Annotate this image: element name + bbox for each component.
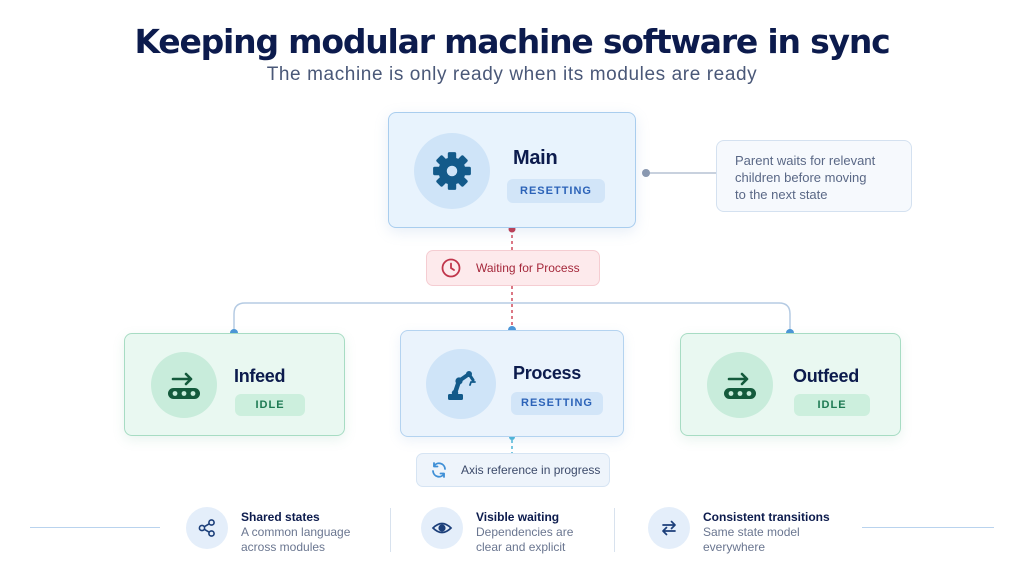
note-line: to the next state [735, 187, 828, 202]
feature-separator [614, 508, 615, 552]
parent-waits-note: Parent waits for relevant children befor… [716, 140, 912, 212]
infeed-state-badge: IDLE [235, 394, 305, 416]
feature-title: Visible waiting [476, 510, 560, 524]
axis-reference-indicator: Axis reference in progress [416, 453, 610, 487]
conveyor-icon [151, 352, 217, 418]
clock-icon [441, 258, 461, 278]
process-module-name: Process [513, 363, 581, 383]
feature-description: A common language across modules [241, 525, 350, 555]
main-module-name: Main [513, 147, 558, 169]
outfeed-module-card[interactable]: Outfeed IDLE [680, 333, 901, 436]
footer-divider-right [862, 527, 994, 528]
swap-arrows-icon [648, 507, 690, 549]
share-icon [186, 507, 228, 549]
feature-desc-line: Dependencies are [476, 525, 574, 539]
eye-icon [421, 507, 463, 549]
process-state-badge: RESETTING [511, 392, 603, 415]
feature-desc-line: Same state model [703, 525, 800, 539]
feature-desc-line: clear and explicit [476, 540, 566, 554]
feature-description: Same state model everywhere [703, 525, 800, 555]
diagram-title: Keeping modular machine software in sync [134, 22, 890, 61]
main-module-card[interactable]: Main RESETTING [388, 112, 636, 228]
note-connector-dot [642, 169, 650, 177]
waiting-indicator: Waiting for Process [426, 250, 600, 286]
conveyor-icon [707, 352, 773, 418]
feature-desc-line: A common language [241, 525, 351, 539]
note-line: Parent waits for relevant [735, 153, 876, 168]
note-line: children before moving [735, 170, 867, 185]
feature-separator [390, 508, 391, 552]
footer-divider-left [30, 527, 160, 528]
refresh-icon [432, 462, 446, 478]
gear-icon [414, 133, 490, 209]
outfeed-module-name: Outfeed [793, 366, 859, 386]
infeed-module-card[interactable]: Infeed IDLE [124, 333, 345, 436]
robot-arm-icon [426, 349, 496, 419]
feature-description: Dependencies are clear and explicit [476, 525, 573, 555]
axis-label: Axis reference in progress [461, 463, 601, 477]
bus-line [233, 302, 791, 333]
feature-title: Consistent transitions [703, 510, 830, 524]
waiting-label: Waiting for Process [476, 261, 580, 275]
main-state-badge: RESETTING [507, 179, 605, 203]
process-module-card[interactable]: Process RESETTING [400, 330, 624, 437]
infeed-module-name: Infeed [234, 366, 286, 386]
feature-title: Shared states [241, 510, 320, 524]
outfeed-state-badge: IDLE [794, 394, 870, 416]
feature-desc-line: across modules [241, 540, 326, 554]
diagram-subtitle: The machine is only ready when its modul… [266, 64, 758, 85]
feature-desc-line: everywhere [703, 540, 766, 554]
